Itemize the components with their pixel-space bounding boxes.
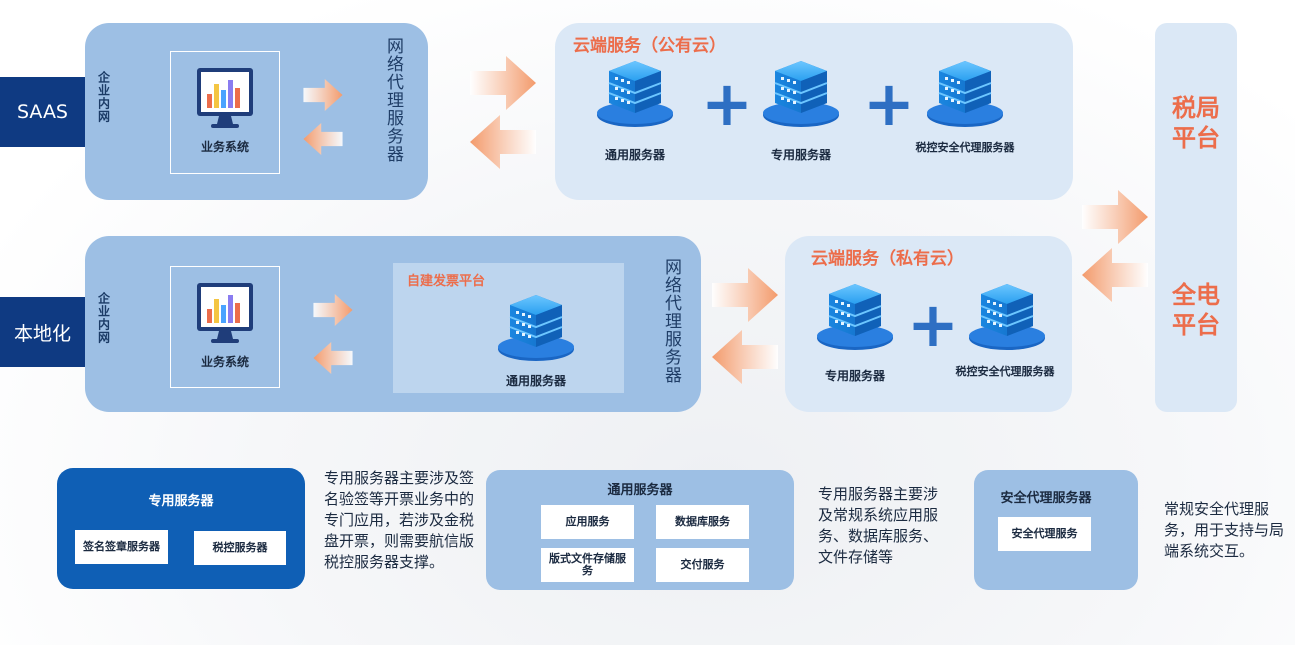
server-stack-icon: [926, 60, 1004, 128]
legend-dedicated-server: 专用服务器 签名签章服务器 税控服务器: [57, 468, 305, 589]
saas-proxy-text: 网络代理服务器: [383, 37, 403, 163]
server-stack-icon: [497, 294, 575, 362]
saas-intranet-text: 企业内网: [96, 71, 111, 123]
legend-chip-security-proxy-service: 安全代理服务: [998, 517, 1091, 551]
full-electronic-platform: 全电平台: [1172, 281, 1220, 339]
local-intranet-panel: 企业内网 业务系统 自建发票平台 通用服务器 网络代理服务器: [85, 236, 701, 412]
legend-security-desc: 常规安全代理服务，用于支持与局端系统交互。: [1164, 500, 1285, 560]
arrow-right-icon: [303, 79, 343, 111]
tax-platform-panel: 税局平台 全电平台: [1155, 23, 1237, 412]
public-cloud-panel: 云端服务（公有云） 通用服务器 + 专用服务器 + 税控安全代理服务器: [555, 23, 1073, 200]
legend-security-title: 安全代理服务器: [1000, 491, 1092, 506]
arrow-right-icon: [470, 56, 536, 110]
arrow-right-icon: [712, 268, 778, 322]
saas-business-system[interactable]: 业务系统: [170, 51, 280, 174]
legend-chip-tax-control-server: 税控服务器: [194, 531, 286, 565]
private-cloud-panel: 云端服务（私有云） 专用服务器 + 税控安全代理服务器: [785, 236, 1072, 412]
arrow-left-icon: [303, 123, 343, 155]
arrow-right-icon: [1082, 190, 1148, 244]
public-cloud-server-general: 通用服务器: [604, 148, 665, 162]
private-cloud-server-dedicated: 专用服务器: [824, 369, 885, 383]
public-cloud-server-security: 税控安全代理服务器: [915, 141, 1015, 154]
local-business-system-label: 业务系统: [200, 355, 249, 369]
server-stack-icon: [968, 283, 1046, 351]
legend-dedicated-title: 专用服务器: [148, 494, 214, 509]
server-stack-icon: [596, 60, 674, 128]
arrow-left-icon: [712, 330, 778, 384]
private-cloud-title: 云端服务（私有云）: [811, 249, 964, 269]
self-built-invoice-platform[interactable]: 自建发票平台 通用服务器: [393, 263, 624, 393]
tax-bureau-platform: 税局平台: [1172, 94, 1220, 152]
saas-proxy-label: 网络代理服务器: [381, 37, 405, 163]
legend-security-proxy-server: 安全代理服务器 安全代理服务: [974, 470, 1138, 590]
local-label-text: 本地化: [13, 322, 71, 345]
local-business-system[interactable]: 业务系统: [170, 266, 280, 388]
local-proxy-label: 网络代理服务器: [659, 258, 683, 384]
legend-chip-signature-server: 签名签章服务器: [75, 530, 168, 564]
public-cloud-title: 云端服务（公有云）: [573, 36, 726, 56]
arrow-left-icon: [313, 342, 353, 374]
self-built-platform-server: 通用服务器: [505, 374, 566, 388]
local-proxy-text: 网络代理服务器: [661, 258, 681, 384]
legend-general-server: 通用服务器 应用服务 数据库服务 版式文件存储服务 交付服务: [486, 470, 794, 590]
monitor-chart-icon: [197, 283, 253, 343]
saas-label-text: SAAS: [17, 101, 68, 123]
plus-icon: +: [907, 288, 959, 361]
legend-chip-file-storage-service: 版式文件存储服务: [541, 548, 634, 582]
saas-intranet-panel: 企业内网 业务系统 网络代理服务器: [85, 23, 428, 200]
arrow-right-icon: [313, 294, 353, 326]
local-intranet-label: 企业内网: [95, 292, 111, 344]
saas-label: SAAS: [0, 77, 85, 147]
legend-dedicated-desc: 专用服务器主要涉及签名验签等开票业务中的专门应用，若涉及金税盘开票，则需要航信版…: [324, 469, 475, 571]
plus-icon: +: [701, 67, 753, 140]
legend-chip-database-service: 数据库服务: [656, 505, 749, 539]
server-stack-icon: [816, 283, 894, 351]
legend-general-desc: 专用服务器主要涉及常规系统应用服务、数据库服务、文件存储等: [818, 485, 939, 566]
arrow-left-icon: [1082, 248, 1148, 302]
self-built-invoice-platform-title: 自建发票平台: [407, 274, 486, 289]
local-intranet-text: 企业内网: [96, 292, 111, 344]
public-cloud-server-dedicated: 专用服务器: [770, 148, 831, 162]
local-label: 本地化: [0, 297, 85, 367]
legend-chip-delivery-service: 交付服务: [656, 548, 749, 582]
saas-intranet-label: 企业内网: [95, 71, 111, 123]
arrow-left-icon: [470, 115, 536, 169]
saas-business-system-label: 业务系统: [200, 140, 249, 154]
private-cloud-server-security: 税控安全代理服务器: [955, 365, 1055, 378]
plus-icon: +: [863, 67, 915, 140]
legend-general-title: 通用服务器: [607, 483, 673, 498]
monitor-chart-icon: [197, 68, 253, 128]
legend-chip-app-service: 应用服务: [541, 505, 634, 539]
server-stack-icon: [762, 60, 840, 128]
